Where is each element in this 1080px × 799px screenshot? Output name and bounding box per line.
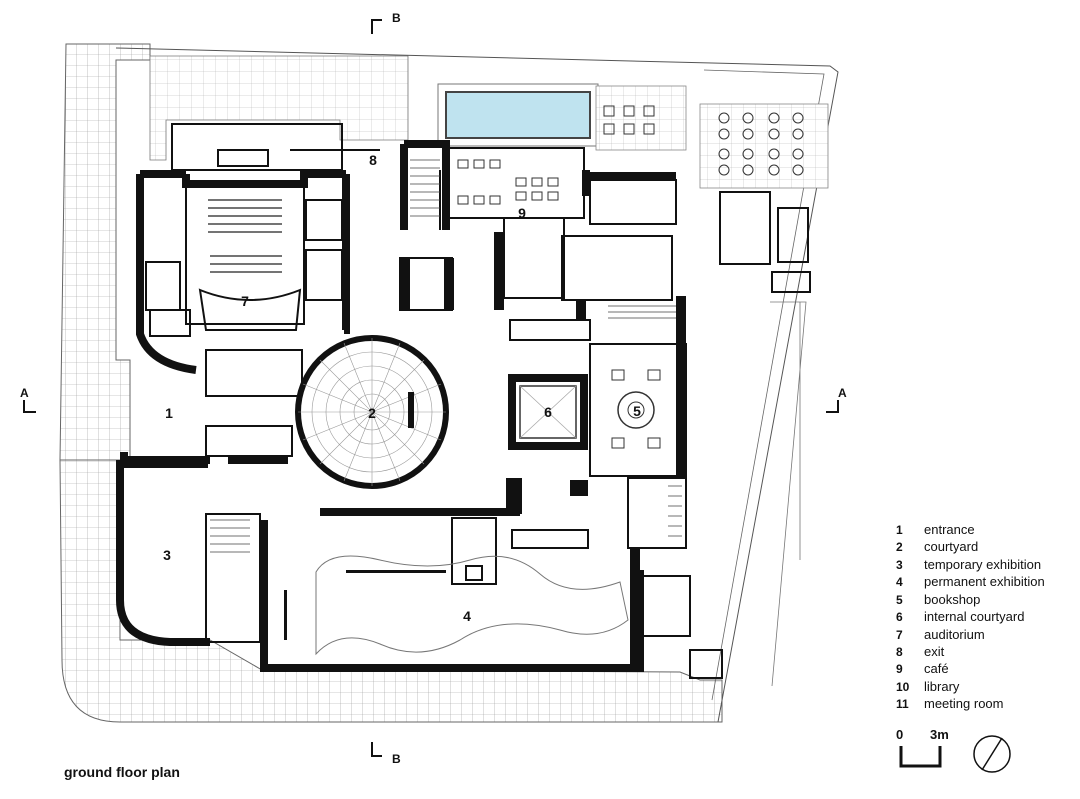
room-label-temporary-exhibition: 3 xyxy=(163,547,171,563)
legend-label: entrance xyxy=(924,522,975,537)
legend-number: 10 xyxy=(896,680,918,694)
north-arrow-icon xyxy=(974,736,1010,772)
legend-label: exit xyxy=(924,644,944,659)
legend-label: meeting room xyxy=(924,696,1003,711)
legend-label: permanent exhibition xyxy=(924,574,1045,589)
svg-text:A: A xyxy=(838,386,847,400)
legend-number: 9 xyxy=(896,662,918,676)
north-garden xyxy=(150,56,408,160)
scale-zero-label: 0 xyxy=(896,727,903,742)
svg-text:B: B xyxy=(392,11,401,25)
pool xyxy=(446,92,590,138)
legend-number: 3 xyxy=(896,558,918,572)
svg-text:B: B xyxy=(392,752,401,766)
room-label-courtyard: 2 xyxy=(368,405,376,421)
legend-label: library xyxy=(924,679,959,694)
legend-label: café xyxy=(924,661,949,676)
legend-number: 11 xyxy=(896,697,918,711)
cafe-tables xyxy=(458,160,558,204)
section-marker-a-left: A xyxy=(20,386,36,412)
courtyard-bench xyxy=(408,392,414,428)
room-label-permanent-exhibition: 4 xyxy=(463,608,471,624)
legend-label: temporary exhibition xyxy=(924,557,1041,572)
legend-number: 1 xyxy=(896,523,918,537)
section-marker-a-right: A xyxy=(826,386,847,412)
scale-bar xyxy=(901,746,940,766)
room-label-entrance: 1 xyxy=(165,405,173,421)
south-paving xyxy=(60,460,722,722)
svg-text:A: A xyxy=(20,386,29,400)
legend-number: 2 xyxy=(896,540,918,554)
auditorium-seating xyxy=(208,200,282,272)
exhibition-wall-b xyxy=(284,590,287,640)
east-path xyxy=(770,302,806,686)
exhibition-wall-a xyxy=(346,570,446,573)
room-label-exit: 8 xyxy=(369,152,377,168)
page-title: ground floor plan xyxy=(64,764,180,780)
legend-label: bookshop xyxy=(924,592,980,607)
legend-number: 8 xyxy=(896,645,918,659)
cafe-terrace xyxy=(596,86,686,150)
legend-label: internal courtyard xyxy=(924,609,1024,624)
legend-number: 4 xyxy=(896,575,918,589)
legend-number: 5 xyxy=(896,593,918,607)
interior-walls xyxy=(146,124,810,678)
section-marker-b-top: B xyxy=(372,11,401,34)
room-label-cafe: 9 xyxy=(518,205,526,221)
scale-max-label: 3m xyxy=(930,727,949,742)
legend-label: courtyard xyxy=(924,539,978,554)
room-label-internal-courtyard: 6 xyxy=(544,404,552,420)
section-marker-b-bottom: B xyxy=(372,742,401,766)
room-label-auditorium: 7 xyxy=(241,293,249,309)
legend-number: 7 xyxy=(896,628,918,642)
legend-number: 6 xyxy=(896,610,918,624)
legend-label: auditorium xyxy=(924,627,985,642)
room-label-bookshop: 5 xyxy=(633,403,641,419)
